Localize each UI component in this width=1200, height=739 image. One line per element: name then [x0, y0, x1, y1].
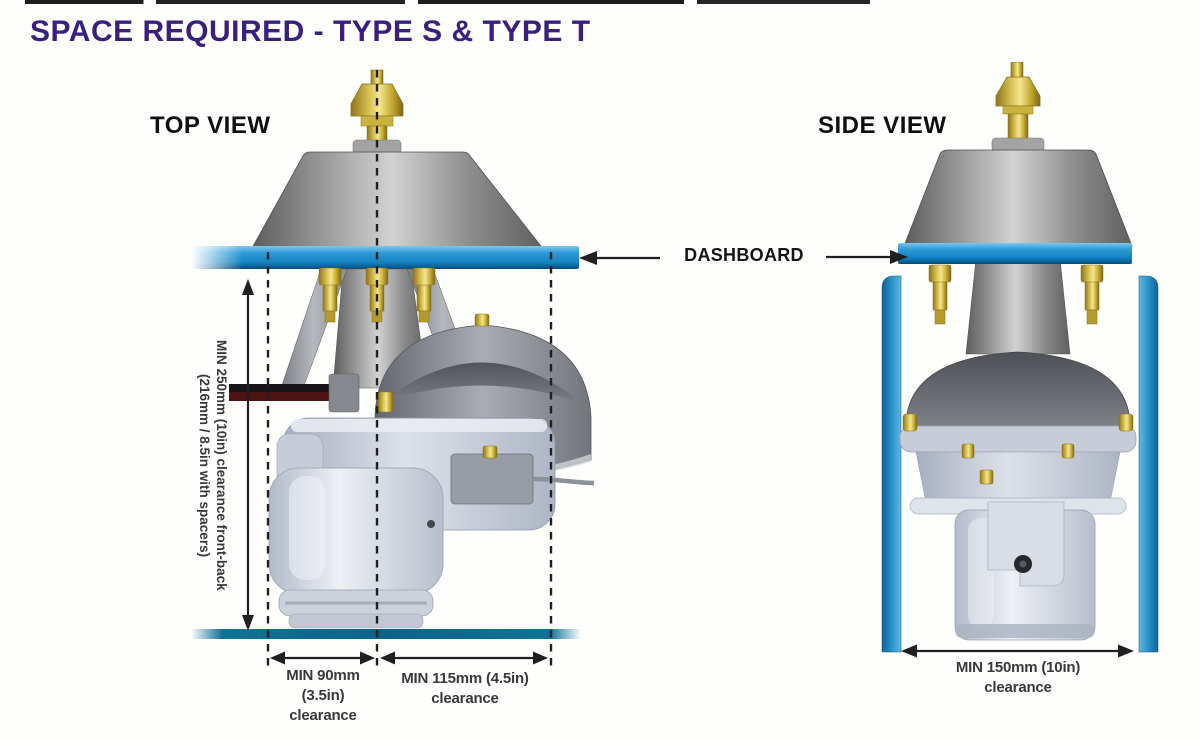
- left-clearance-line3: clearance: [289, 707, 357, 724]
- front-back-line1: MIN 250mm (10in) clearance front-back: [214, 340, 229, 591]
- left-clearance-label: MIN 90mm (3.5in) clearance: [258, 666, 388, 726]
- left-clearance-line1: MIN 90mm: [286, 667, 360, 684]
- page-title: SPACE REQUIRED - TYPE S & TYPE T: [30, 15, 591, 48]
- dashboard-panel-side-view: [898, 243, 1132, 264]
- gear-housing-side: [905, 351, 1131, 437]
- clearance-panel-right: [1138, 275, 1159, 653]
- helm-hex-nut-side: [995, 76, 1041, 107]
- left-clearance-line2: (3.5in): [301, 687, 345, 704]
- side-clearance-line1: MIN 150mm (10in): [955, 659, 1081, 676]
- helm-hex-nut: [350, 83, 404, 117]
- floor-line: [191, 629, 581, 639]
- helm-dome-side: [903, 149, 1133, 252]
- helm-shaft-tip-side: [1010, 62, 1024, 79]
- dashboard-panel-top-view: [191, 246, 579, 269]
- side-view-label: SIDE VIEW: [818, 112, 947, 139]
- top-view-illustration: [191, 69, 595, 639]
- top-crop-artifact: [25, 0, 870, 4]
- front-back-line2: (216mm / 8.5in with spacers): [197, 373, 212, 558]
- helm-dome: [250, 151, 545, 256]
- mounting-studs-side: [928, 264, 1104, 325]
- mounting-studs: [318, 267, 436, 323]
- connector-box: [450, 453, 534, 505]
- power-cable: [229, 373, 360, 413]
- side-clearance-label: MIN 150mm (10in) clearance: [928, 658, 1108, 698]
- helm-shaft-tip: [370, 69, 384, 87]
- dashboard-label: DASHBOARD: [684, 245, 804, 265]
- signal-wire: [532, 476, 595, 486]
- top-view-label: TOP VIEW: [150, 112, 271, 139]
- mid-clearance-line2: clearance: [431, 690, 499, 707]
- side-clearance-line2: clearance: [984, 679, 1052, 696]
- clearance-panel-left: [881, 275, 902, 653]
- mid-clearance-label: MIN 115mm (4.5in) clearance: [385, 669, 545, 709]
- side-view-illustration: [881, 62, 1159, 653]
- front-back-dimension-label: MIN 250mm (10in) clearance front-back (2…: [192, 293, 230, 638]
- mid-clearance-line1: MIN 115mm (4.5in): [401, 670, 529, 687]
